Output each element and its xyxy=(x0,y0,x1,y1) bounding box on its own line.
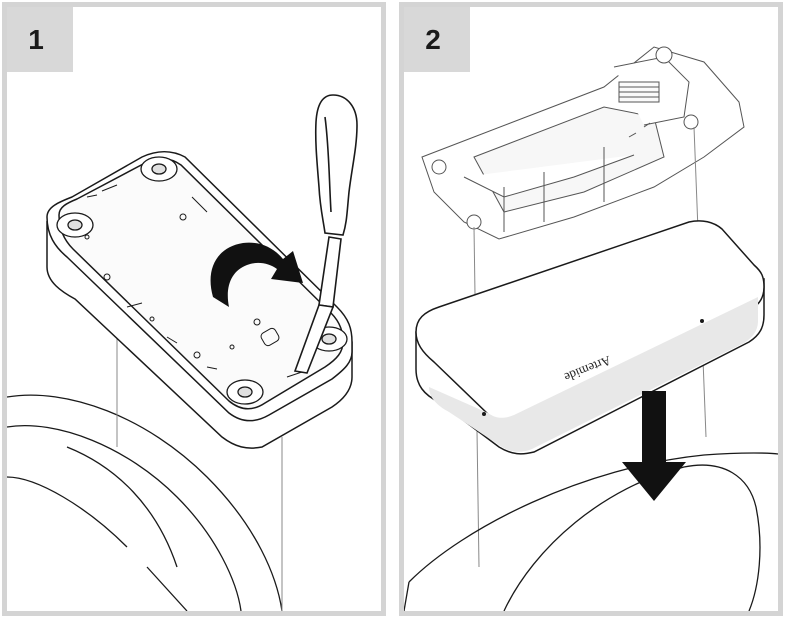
lamp-ring xyxy=(7,394,283,611)
step-2-badge: 2 xyxy=(404,7,470,72)
step-2-panel: 2 xyxy=(399,2,783,616)
screwdriver-icon xyxy=(293,94,358,374)
step-1-badge: 1 xyxy=(7,7,73,72)
step-2-illustration: Artemide xyxy=(404,46,778,611)
lamp-ring xyxy=(404,452,778,611)
step-2-number: 2 xyxy=(425,24,441,55)
mounting-bracket xyxy=(421,46,745,240)
canopy-cover xyxy=(415,220,765,455)
screw-mounts xyxy=(56,156,348,405)
step-1-panel: 1 xyxy=(2,2,386,616)
rotate-arrow-icon xyxy=(210,242,303,307)
down-arrow-icon xyxy=(622,391,686,501)
step-1-illustration xyxy=(7,94,358,611)
step-1-number: 1 xyxy=(28,24,44,55)
